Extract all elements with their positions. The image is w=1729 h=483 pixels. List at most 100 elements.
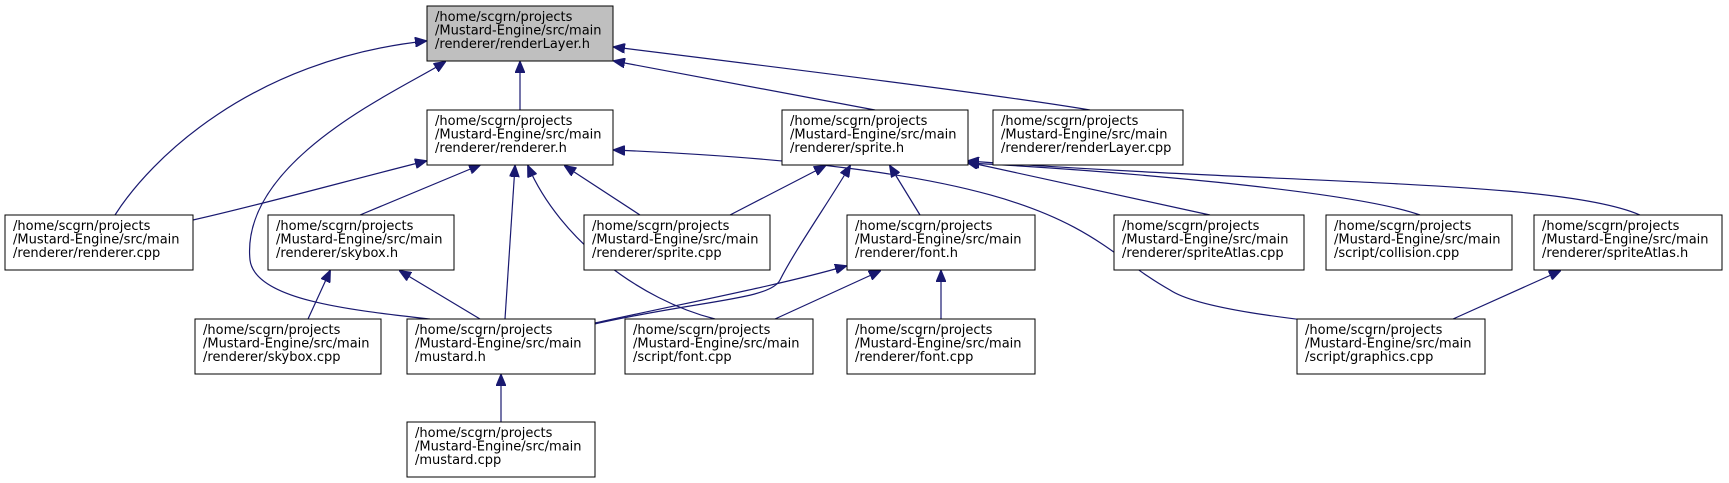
edge-renderer_cpp-to-renderLayer_h xyxy=(114,41,426,216)
node-label-line: /Mustard-Engine/src/main xyxy=(1334,233,1501,248)
edge-spriteAtlas_h-to-sprite_h xyxy=(968,161,1641,216)
node-graphics-cpp[interactable]: /home/scgrn/projects/Mustard-Engine/src/… xyxy=(1296,318,1486,375)
edge-skybox_cpp-to-skybox_h xyxy=(307,271,330,320)
node-skybox-h[interactable]: /home/scgrn/projects/Mustard-Engine/src/… xyxy=(267,214,455,271)
node-sprite-cpp[interactable]: /home/scgrn/projects/Mustard-Engine/src/… xyxy=(583,214,771,271)
node-label-line: /home/scgrn/projects xyxy=(276,219,414,234)
edge-sprite_h-to-renderLayer_h xyxy=(614,61,876,111)
edge-graphics_cpp-to-spriteAtlas_h xyxy=(1452,271,1560,320)
node-box xyxy=(1296,318,1486,375)
node-box xyxy=(992,109,1184,166)
node-label-line: /Mustard-Engine/src/main xyxy=(435,24,602,39)
node-box xyxy=(1325,214,1513,271)
node-box xyxy=(426,109,614,166)
node-box xyxy=(846,318,1036,375)
node-label-line: /Mustard-Engine/src/main xyxy=(1305,337,1472,352)
node-skybox-cpp[interactable]: /home/scgrn/projects/Mustard-Engine/src/… xyxy=(194,318,382,375)
node-label-line: /home/scgrn/projects xyxy=(1334,219,1472,234)
node-label-line: /renderer/font.cpp xyxy=(855,350,973,365)
node-font-h[interactable]: /home/scgrn/projects/Mustard-Engine/src/… xyxy=(846,214,1036,271)
edge-mustard_h-to-renderer_h xyxy=(504,166,515,320)
node-renderLayer-h[interactable]: /home/scgrn/projects/Mustard-Engine/src/… xyxy=(426,5,614,62)
node-box xyxy=(194,318,382,375)
node-label-line: /home/scgrn/projects xyxy=(1542,219,1680,234)
node-label-line: /renderer/spriteAtlas.h xyxy=(1542,246,1688,261)
node-label-line: /renderer/sprite.cpp xyxy=(592,246,722,261)
edge-sprite_cpp-to-renderer_h xyxy=(565,166,641,216)
node-box xyxy=(846,214,1036,271)
edge-renderLayer_cpp-to-renderLayer_h xyxy=(614,47,1091,111)
edge-collision_cpp-to-sprite_h xyxy=(968,163,1421,216)
node-label-line: /home/scgrn/projects xyxy=(855,219,993,234)
node-label-line: /script/collision.cpp xyxy=(1334,246,1459,261)
node-label-line: /home/scgrn/projects xyxy=(855,323,993,338)
node-label-line: /home/scgrn/projects xyxy=(592,219,730,234)
node-label-line: /renderer/spriteAtlas.cpp xyxy=(1122,246,1284,261)
node-box xyxy=(4,214,194,271)
node-label-line: /Mustard-Engine/src/main xyxy=(592,233,759,248)
node-label-line: /Mustard-Engine/src/main xyxy=(855,233,1022,248)
node-sprite-h[interactable]: /home/scgrn/projects/Mustard-Engine/src/… xyxy=(781,109,969,166)
node-mustard-h[interactable]: /home/scgrn/projects/Mustard-Engine/src/… xyxy=(406,318,596,375)
node-label-line: /renderer/font.h xyxy=(855,246,958,261)
node-label-line: /mustard.cpp xyxy=(415,453,501,468)
edge-renderer_cpp-to-renderer_h xyxy=(192,161,426,221)
node-script-font-cpp[interactable]: /home/scgrn/projects/Mustard-Engine/src/… xyxy=(624,318,814,375)
node-label-line: /renderer/renderLayer.h xyxy=(435,37,590,52)
node-box xyxy=(781,109,969,166)
node-label-line: /Mustard-Engine/src/main xyxy=(790,128,957,143)
node-label-line: /home/scgrn/projects xyxy=(13,219,151,234)
node-renderer-cpp[interactable]: /home/scgrn/projects/Mustard-Engine/src/… xyxy=(4,214,194,271)
node-collision-cpp[interactable]: /home/scgrn/projects/Mustard-Engine/src/… xyxy=(1325,214,1513,271)
node-box xyxy=(1533,214,1723,271)
node-box xyxy=(426,5,614,62)
edge-mustard_h-to-font_h xyxy=(594,266,846,324)
node-label-line: /Mustard-Engine/src/main xyxy=(1122,233,1289,248)
node-label-line: /home/scgrn/projects xyxy=(435,10,573,25)
node-label-line: /Mustard-Engine/src/main xyxy=(633,337,800,352)
node-box xyxy=(624,318,814,375)
node-label-line: /Mustard-Engine/src/main xyxy=(855,337,1022,352)
node-label-line: /renderer/skybox.cpp xyxy=(203,350,341,365)
node-label-line: /home/scgrn/projects xyxy=(415,426,553,441)
node-label-line: /Mustard-Engine/src/main xyxy=(1542,233,1709,248)
node-label-line: /Mustard-Engine/src/main xyxy=(415,440,582,455)
node-spriteAtlas-h[interactable]: /home/scgrn/projects/Mustard-Engine/src/… xyxy=(1533,214,1723,271)
node-label-line: /home/scgrn/projects xyxy=(415,323,553,338)
edge-mustard_h-to-skybox_h xyxy=(400,271,481,320)
node-label-line: /home/scgrn/projects xyxy=(435,114,573,129)
edge-mustard_h-to-renderLayer_h xyxy=(249,62,445,320)
node-label-line: /Mustard-Engine/src/main xyxy=(203,337,370,352)
node-spriteAtlas-cpp[interactable]: /home/scgrn/projects/Mustard-Engine/src/… xyxy=(1113,214,1305,271)
node-label-line: /Mustard-Engine/src/main xyxy=(415,337,582,352)
node-label-line: /renderer/renderLayer.cpp xyxy=(1001,141,1171,156)
edge-spriteAtlas_cpp-to-sprite_h xyxy=(967,162,1211,216)
nodes: /home/scgrn/projects/Mustard-Engine/src/… xyxy=(4,5,1723,478)
node-label-line: /home/scgrn/projects xyxy=(633,323,771,338)
node-box xyxy=(267,214,455,271)
node-label-line: /home/scgrn/projects xyxy=(790,114,928,129)
node-box xyxy=(583,214,771,271)
node-label-line: /renderer/renderer.cpp xyxy=(13,246,160,261)
edge-mustard_h-to-sprite_h xyxy=(589,166,850,326)
node-label-line: /home/scgrn/projects xyxy=(203,323,341,338)
node-box xyxy=(406,421,596,478)
node-label-line: /script/font.cpp xyxy=(633,350,732,365)
node-label-line: /Mustard-Engine/src/main xyxy=(1001,128,1168,143)
edges xyxy=(114,41,1641,422)
edge-script_font_cpp-to-font_h xyxy=(774,271,880,320)
edge-sprite_cpp-to-sprite_h xyxy=(729,166,825,216)
node-renderer-h[interactable]: /home/scgrn/projects/Mustard-Engine/src/… xyxy=(426,109,614,166)
node-label-line: /home/scgrn/projects xyxy=(1305,323,1443,338)
node-renderer-font-cpp[interactable]: /home/scgrn/projects/Mustard-Engine/src/… xyxy=(846,318,1036,375)
node-box xyxy=(1113,214,1305,271)
edge-skybox_h-to-renderer_h xyxy=(359,165,480,216)
node-label-line: /mustard.h xyxy=(415,350,486,365)
node-mustard-cpp[interactable]: /home/scgrn/projects/Mustard-Engine/src/… xyxy=(406,421,596,478)
node-label-line: /home/scgrn/projects xyxy=(1001,114,1139,129)
node-label-line: /Mustard-Engine/src/main xyxy=(13,233,180,248)
node-label-line: /script/graphics.cpp xyxy=(1305,350,1433,365)
node-label-line: /renderer/skybox.h xyxy=(276,246,398,261)
node-renderLayer-cpp[interactable]: /home/scgrn/projects/Mustard-Engine/src/… xyxy=(992,109,1184,166)
